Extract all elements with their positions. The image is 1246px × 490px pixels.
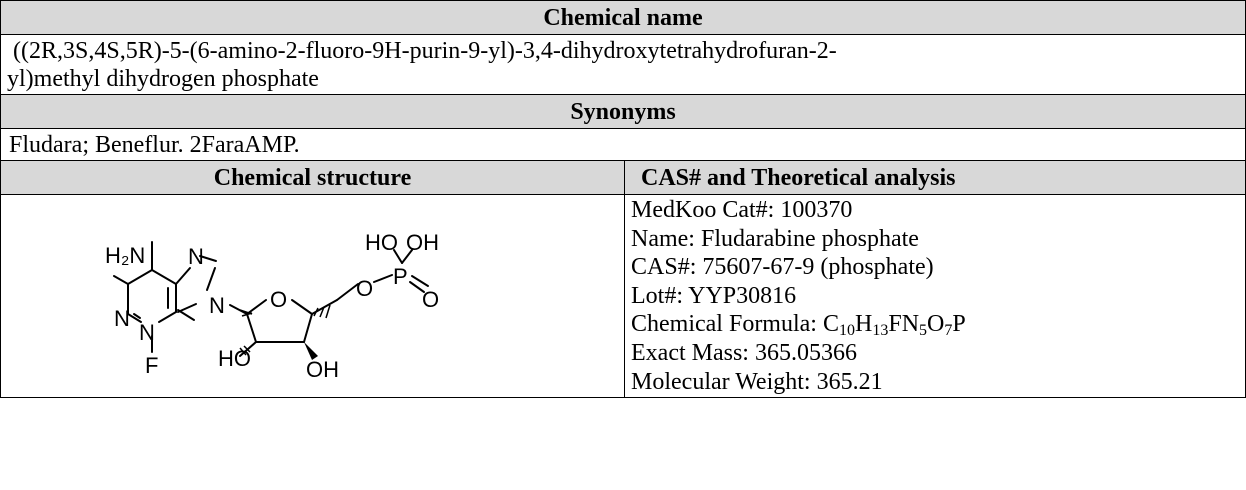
- chemical-structure-cell: H₂N N N N N F O HO OH O P O HO OH: [0, 193, 625, 399]
- structure-label-ester-oxygen: O: [356, 276, 373, 301]
- cas-analysis-cell: MedKoo Cat#: 100370 Name: Fludarabine ph…: [624, 193, 1246, 399]
- exact-mass: Exact Mass: 365.05366: [631, 339, 857, 366]
- synonyms-header: Synonyms: [0, 94, 1246, 129]
- structure-label-n9: N: [209, 293, 225, 318]
- compound-name: Name: Fludarabine phosphate: [631, 225, 919, 252]
- structure-header-row: Chemical structure CAS# and Theoretical …: [0, 160, 1246, 195]
- formula-element: O: [927, 311, 945, 338]
- chemical-structure-drawing: H₂N N N N N F O HO OH O P O HO OH: [105, 230, 439, 382]
- chemical-name-text: ((2R,3S,4S,5R)-5-(6-amino-2-fluoro-9H-pu…: [0, 34, 1246, 95]
- structure-label-p-ho: HO: [365, 230, 398, 255]
- catalog-number: MedKoo Cat#: 100370: [631, 197, 853, 223]
- structure-label-f: F: [145, 353, 158, 378]
- chemical-formula-value: C10H13FN5O7P: [822, 311, 966, 340]
- structure-label-ho-ring: HO: [218, 346, 251, 371]
- structure-label-n3: N: [139, 320, 155, 345]
- structure-label-oh-ring: OH: [306, 357, 339, 379]
- formula-element: H: [854, 311, 873, 338]
- lot-number: Lot#: YYP30816: [631, 282, 797, 309]
- formula-element: C: [822, 311, 839, 338]
- molecular-weight: Molecular Weight: 365.21: [631, 368, 883, 395]
- structure-label-phosphoryl-oxygen: O: [422, 287, 439, 312]
- chemical-name-row: ((2R,3S,4S,5R)-5-(6-amino-2-fluoro-9H-pu…: [0, 34, 1246, 95]
- formula-subscript: 7: [944, 322, 953, 340]
- cas-number: CAS#: 75607-67-9 (phosphate): [631, 254, 934, 281]
- formula-element: P: [952, 311, 966, 338]
- chemical-structure-header: Chemical structure: [0, 160, 625, 195]
- synonyms-row: Fludara; Beneflur. 2FaraAMP.: [0, 128, 1246, 161]
- formula-subscript: 5: [919, 322, 928, 340]
- formula-element: F: [888, 311, 902, 338]
- chemical-formula: Chemical Formula: C10H13FN5O7P: [631, 310, 1239, 339]
- formula-element: N: [901, 311, 920, 338]
- product-data-sheet: Chemical name ((2R,3S,4S,5R)-5-(6-amino-…: [0, 0, 1246, 399]
- synonyms-header-row: Synonyms: [0, 94, 1246, 129]
- structure-label-ring-oxygen: O: [270, 287, 287, 312]
- formula-subscript: 10: [838, 322, 855, 340]
- chemical-name-line-1: ((2R,3S,4S,5R)-5-(6-amino-2-fluoro-9H-pu…: [13, 38, 837, 64]
- chemical-name-header-row: Chemical name: [0, 0, 1246, 35]
- chemical-formula-label: Chemical Formula:: [631, 311, 823, 338]
- structure-label-n7: N: [188, 244, 204, 269]
- structure-label-phosphorus: P: [393, 264, 408, 289]
- chemical-name-header: Chemical name: [0, 0, 1246, 35]
- synonyms-text: Fludara; Beneflur. 2FaraAMP.: [0, 128, 1246, 161]
- structure-label-n1: N: [114, 306, 130, 331]
- chemical-name-line-2: yl)methyl dihydrogen phosphate: [7, 66, 319, 92]
- structure-label-p-oh: OH: [406, 230, 439, 255]
- structure-label-nh2: H₂N: [105, 243, 145, 268]
- formula-subscript: 13: [872, 322, 889, 340]
- cas-analysis-header: CAS# and Theoretical analysis: [624, 160, 1246, 195]
- structure-row: H₂N N N N N F O HO OH O P O HO OH MedKoo…: [0, 193, 1246, 399]
- chemical-info-table: Chemical name ((2R,3S,4S,5R)-5-(6-amino-…: [0, 0, 1246, 399]
